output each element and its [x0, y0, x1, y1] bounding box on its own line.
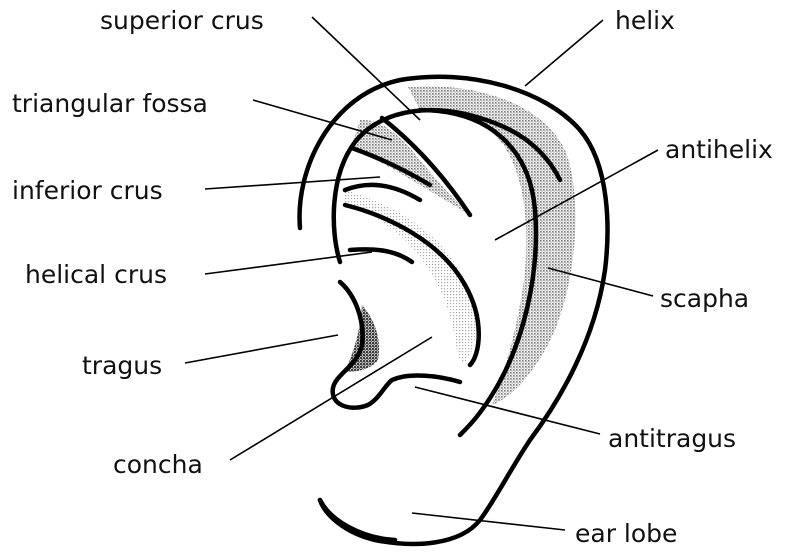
helical-crus-leader: [205, 252, 372, 274]
label-helix: helix: [615, 8, 675, 33]
label-superior-crus: superior crus: [100, 8, 264, 33]
label-tragus: tragus: [82, 353, 162, 378]
label-antitragus: antitragus: [608, 426, 736, 451]
helix-leader: [525, 20, 603, 86]
ear-lobe-leader: [412, 513, 565, 530]
label-ear-lobe: ear lobe: [575, 521, 677, 546]
label-triangular-fossa: triangular fossa: [12, 91, 208, 116]
label-concha: concha: [113, 452, 203, 477]
concha-leader: [230, 337, 432, 460]
superior-crus-leader: [312, 17, 420, 120]
label-helical-crus: helical crus: [25, 262, 167, 287]
label-inferior-crus: inferior crus: [12, 178, 163, 203]
helical-crus-line: [350, 249, 412, 262]
label-scapha: scapha: [660, 286, 749, 311]
label-antihelix: antihelix: [665, 137, 773, 162]
tragus-outline: [333, 282, 460, 408]
tragus-leader: [185, 335, 338, 363]
